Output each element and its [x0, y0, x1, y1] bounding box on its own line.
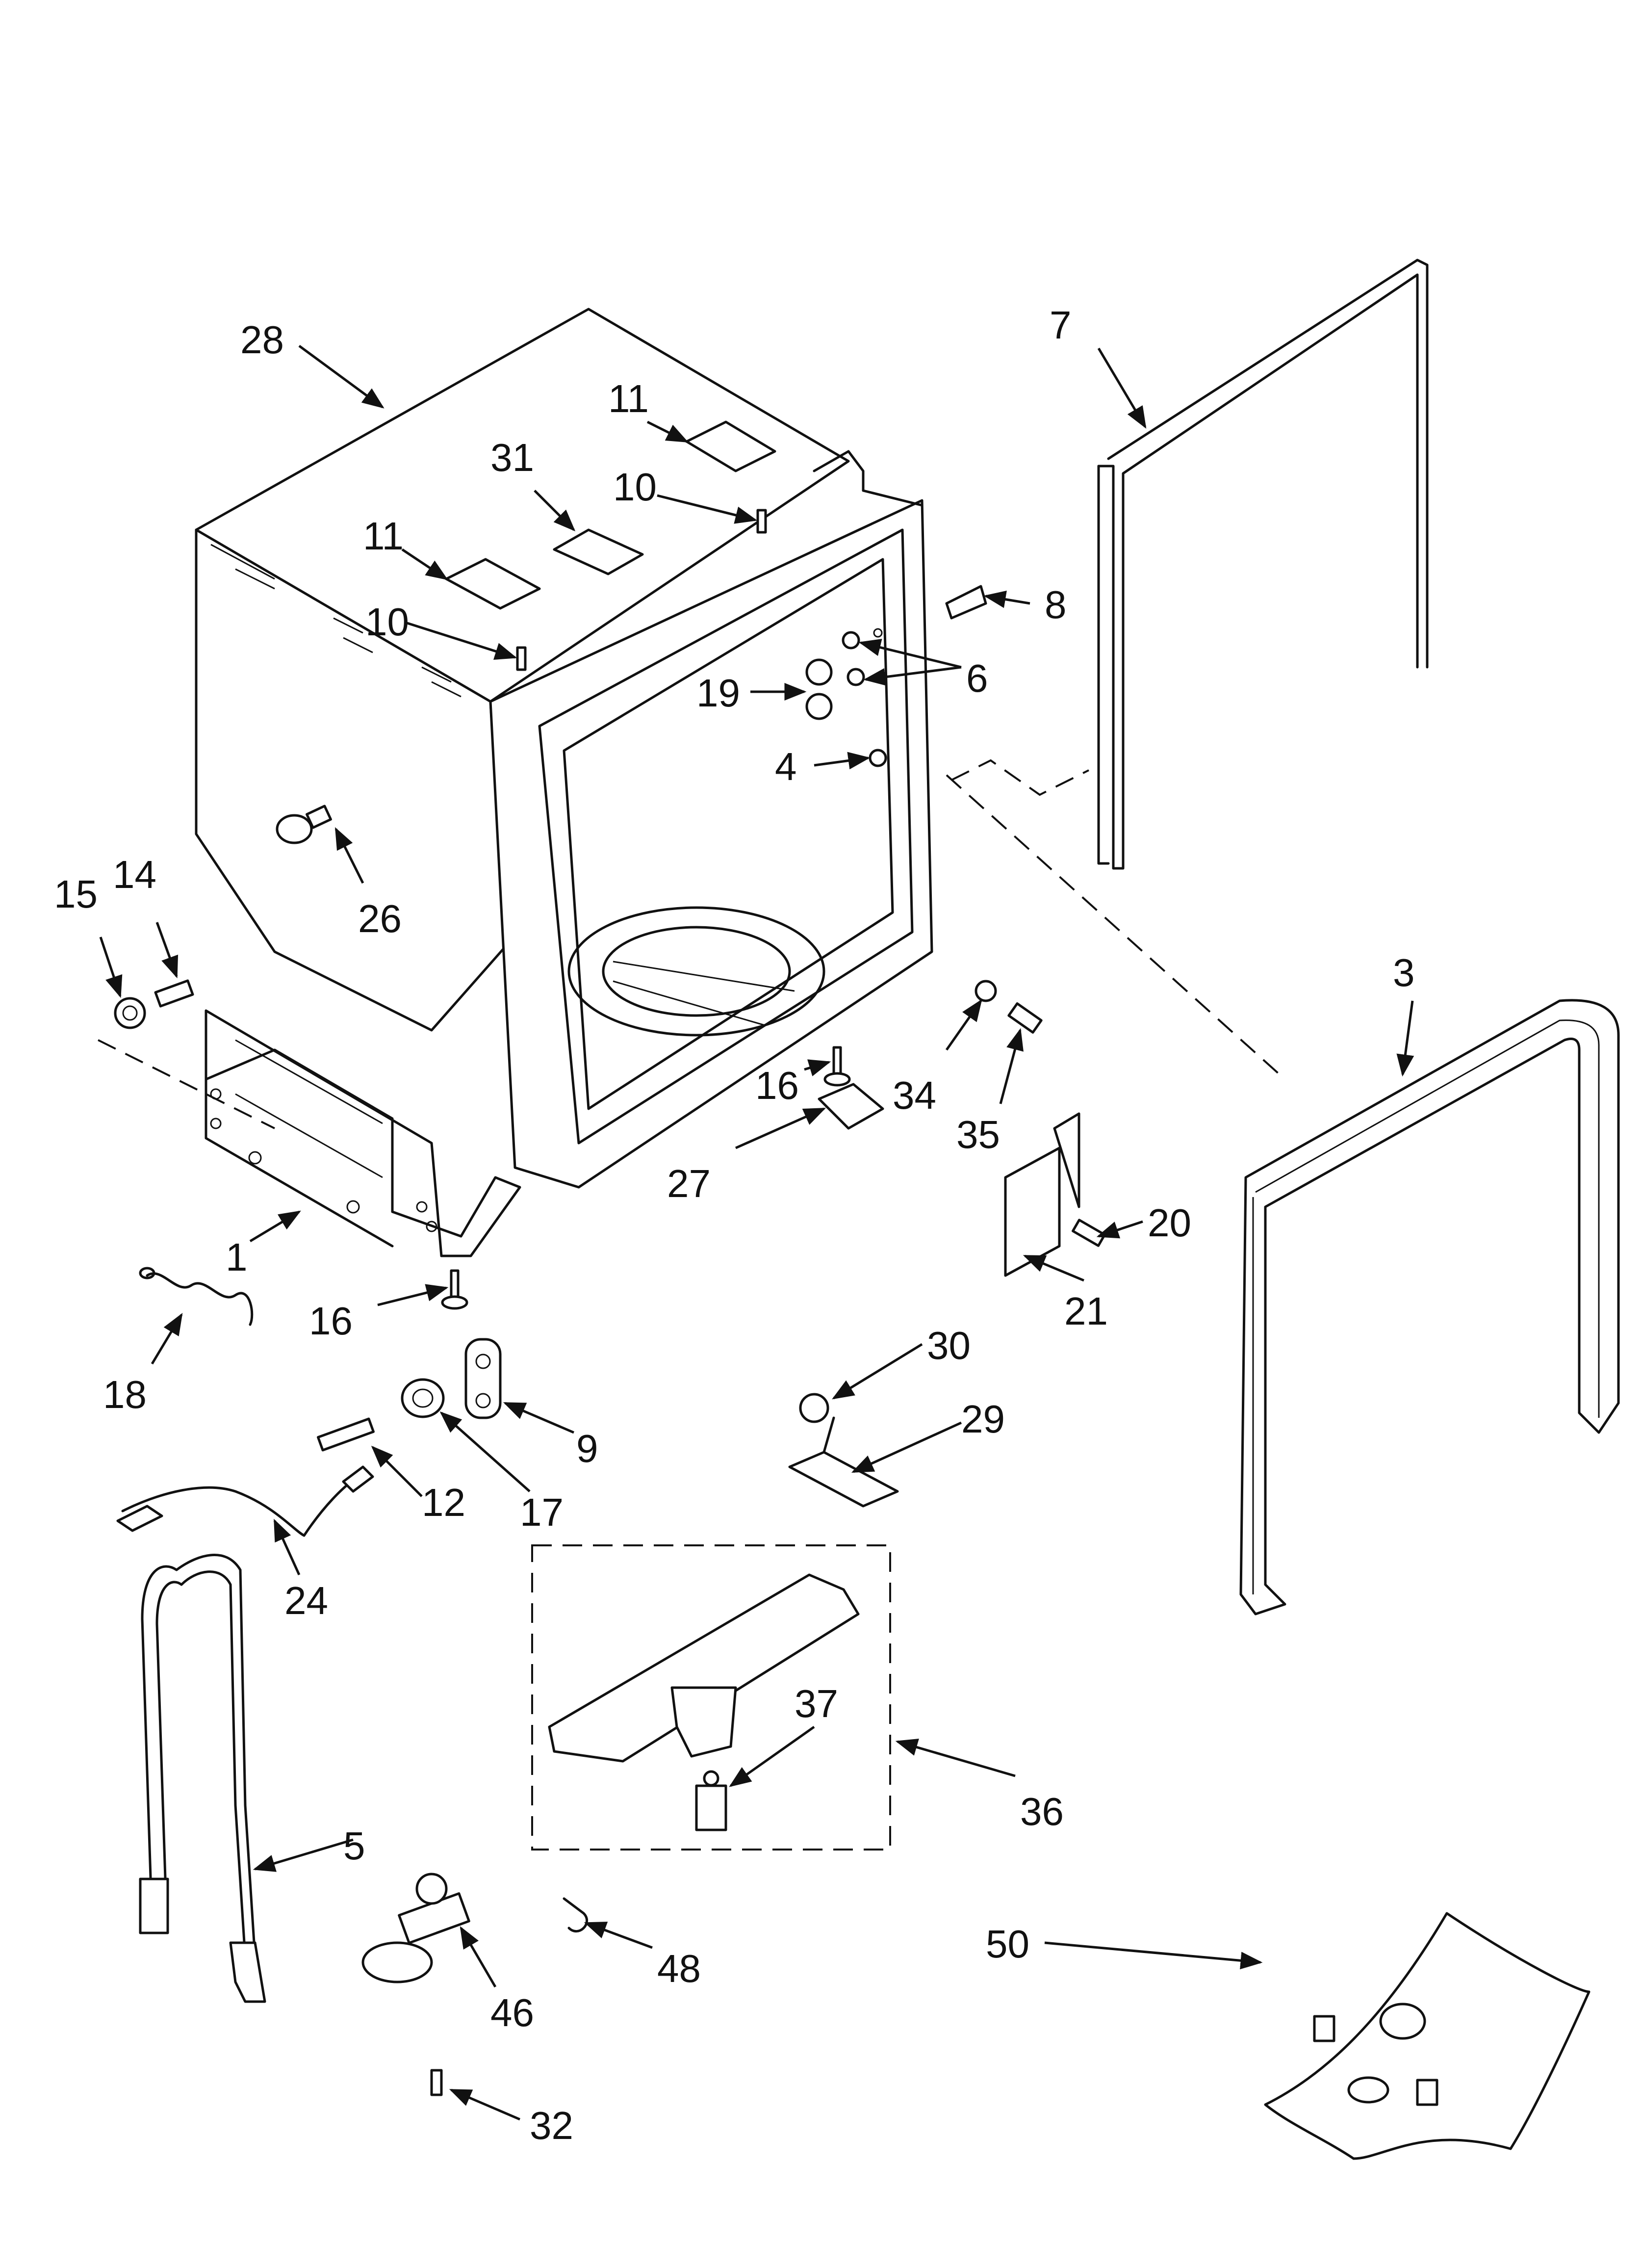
loose-parts	[116, 1267, 1591, 2160]
callout-5: 5	[343, 1824, 365, 1868]
callout-18: 18	[103, 1373, 147, 1416]
tub-assembly	[195, 308, 933, 1257]
callout-14: 14	[113, 853, 156, 896]
callout-17: 17	[520, 1490, 564, 1534]
callout-28: 28	[240, 318, 284, 362]
tub-hardware	[114, 420, 1106, 1277]
callout-32: 32	[530, 2104, 573, 2147]
callout-12: 12	[422, 1481, 465, 1524]
callout-19: 19	[696, 671, 740, 715]
callout-11-lower: 11	[363, 514, 404, 558]
callout-7: 7	[1050, 303, 1072, 347]
callout-29: 29	[961, 1397, 1005, 1441]
callout-1: 1	[226, 1235, 248, 1279]
callout-48: 48	[657, 1947, 701, 1990]
callout-24: 24	[284, 1579, 328, 1622]
callout-15: 15	[54, 872, 98, 916]
callout-35: 35	[956, 1113, 1000, 1156]
callout-27: 27	[667, 1162, 711, 1205]
callout-3: 3	[1393, 951, 1415, 994]
callout-10-top: 10	[613, 465, 657, 509]
callout-46: 46	[490, 1991, 534, 2034]
callout-8: 8	[1045, 583, 1067, 626]
leader-lines	[99, 344, 1414, 2121]
callout-11-top: 11	[608, 377, 649, 420]
callout-16-lower: 16	[309, 1299, 353, 1343]
reference-lines	[98, 759, 1286, 1129]
callout-50: 50	[986, 1922, 1029, 1966]
callout-20: 20	[1148, 1201, 1191, 1245]
callout-30: 30	[927, 1324, 971, 1367]
spray-arm-assembly	[531, 1544, 891, 1851]
callout-36: 36	[1020, 1790, 1064, 1833]
callout-labels: 28 7 11 31 10 8 11 10 6 19 4 26 14 15 3 …	[54, 303, 1415, 2147]
callout-6: 6	[966, 656, 988, 700]
callout-4: 4	[775, 745, 797, 788]
callout-21: 21	[1064, 1289, 1108, 1333]
callout-31: 31	[490, 436, 534, 479]
callout-9: 9	[576, 1427, 598, 1470]
callout-10-lower: 10	[365, 600, 409, 644]
callout-26: 26	[358, 897, 402, 940]
callout-16-upper: 16	[755, 1064, 799, 1107]
callout-37: 37	[795, 1682, 838, 1725]
tub-gasket-top	[1097, 259, 1429, 870]
callout-34: 34	[893, 1073, 936, 1117]
tub-gasket-u	[1239, 999, 1620, 1616]
